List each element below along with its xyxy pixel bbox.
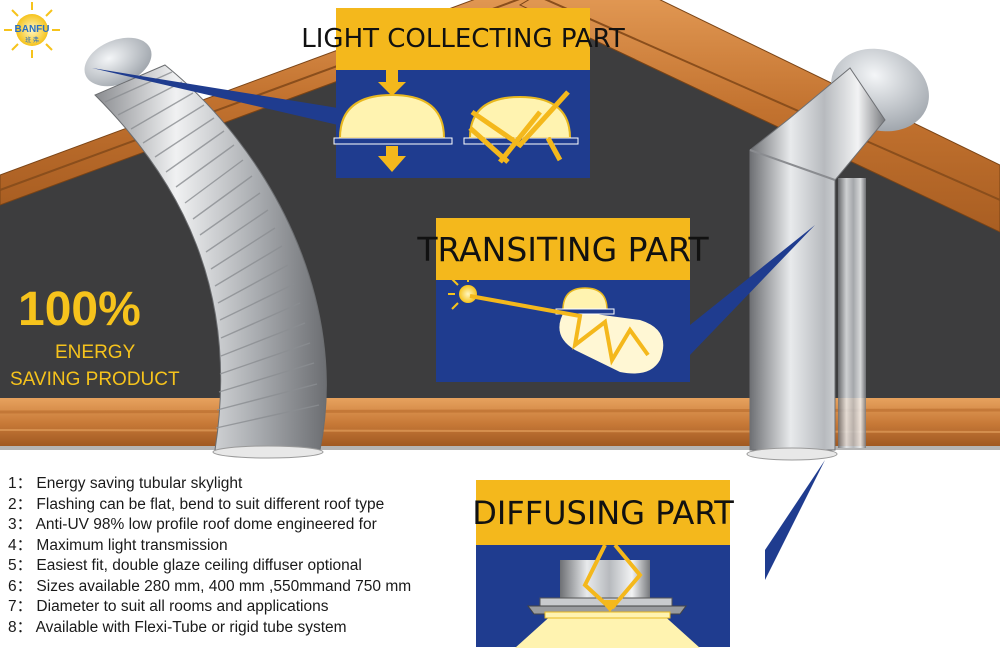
feature-item: 2： Flashing can be flat, bend to suit di… (8, 495, 385, 513)
brand-logo-name: BANFU (14, 24, 50, 35)
logo-sun-icon (4, 2, 60, 58)
feature-item: 8： Available with Flexi-Tube or rigid tu… (8, 618, 347, 636)
feature-item: 7： Diameter to suit all rooms and applic… (8, 598, 329, 615)
sun-icon (459, 285, 477, 303)
light-cone (515, 612, 700, 648)
tube-extension (838, 178, 866, 448)
callout-pointer-collecting (92, 68, 338, 125)
dome-diagram-refract (463, 90, 579, 164)
brand-logo-sub: 班 弗 (25, 38, 39, 44)
saving-product-label: SAVING PRODUCT (10, 369, 180, 390)
feature-item: 1： Energy saving tubular skylight (8, 475, 243, 492)
callout-pointer-diffusing (765, 460, 825, 580)
tube-cross-section (559, 310, 664, 374)
feature-item: 5： Easiest fit, double glaze ceiling dif… (8, 557, 362, 574)
transiting-title: TRANSITING PART (417, 218, 709, 280)
feature-item: 4： Maximum light transmission (8, 536, 228, 554)
diffusing-title: DIFFUSING PART (472, 480, 734, 545)
energy-percent: 100% (18, 283, 141, 336)
callout-pointer-transiting (690, 225, 815, 355)
feature-item: 3： Anti-UV 98% low profile roof dome eng… (8, 516, 377, 533)
roof-rafter-right (518, 0, 1000, 233)
collecting-title: LIGHT COLLECTING PART (301, 8, 625, 70)
dome-diagram-clear (333, 68, 453, 172)
feature-item: 6： Sizes available 280 mm, 400 mm ,550mm… (8, 577, 412, 595)
feature-list: 1： Energy saving tubular skylight 2： Fla… (8, 474, 411, 638)
roof-dome-left (84, 37, 152, 87)
energy-label: ENERGY (55, 342, 136, 363)
